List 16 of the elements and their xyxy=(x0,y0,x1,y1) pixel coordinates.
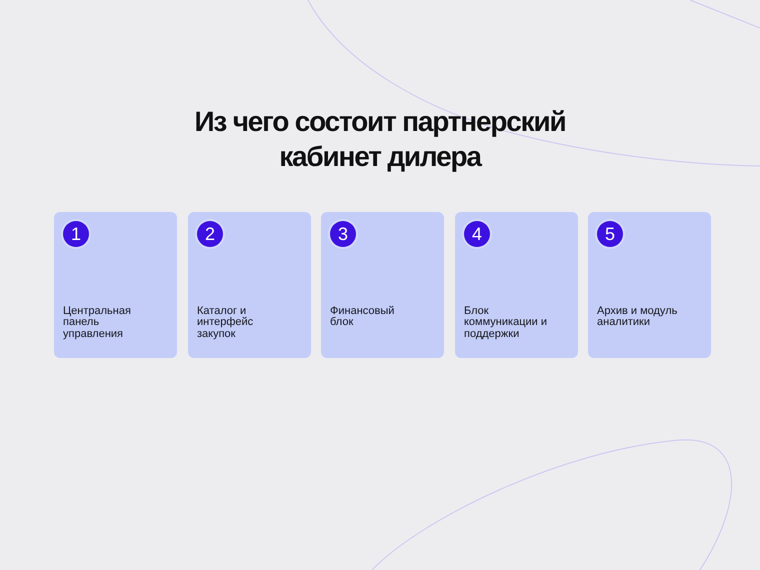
step-number: 2 xyxy=(197,221,223,247)
step-number: 5 xyxy=(597,221,623,247)
feature-card xyxy=(588,212,711,358)
card-label: Блок коммуникации и поддержки xyxy=(464,306,548,340)
card-label: Архив и модуль аналитики xyxy=(597,306,678,329)
step-number: 4 xyxy=(464,221,490,247)
card-label: Центральная панель управления xyxy=(63,306,132,340)
feature-card xyxy=(321,212,444,358)
title: Из чего состоит партнерский кабинет дилера xyxy=(194,105,566,174)
feature-card xyxy=(455,212,578,358)
step-number: 1 xyxy=(63,221,89,247)
card-label: Финансовый блок xyxy=(330,306,396,329)
feature-card xyxy=(54,212,177,358)
step-number: 3 xyxy=(330,221,356,247)
card-label: Каталог и интерфейс закупок xyxy=(197,306,254,340)
feature-card xyxy=(188,212,311,358)
